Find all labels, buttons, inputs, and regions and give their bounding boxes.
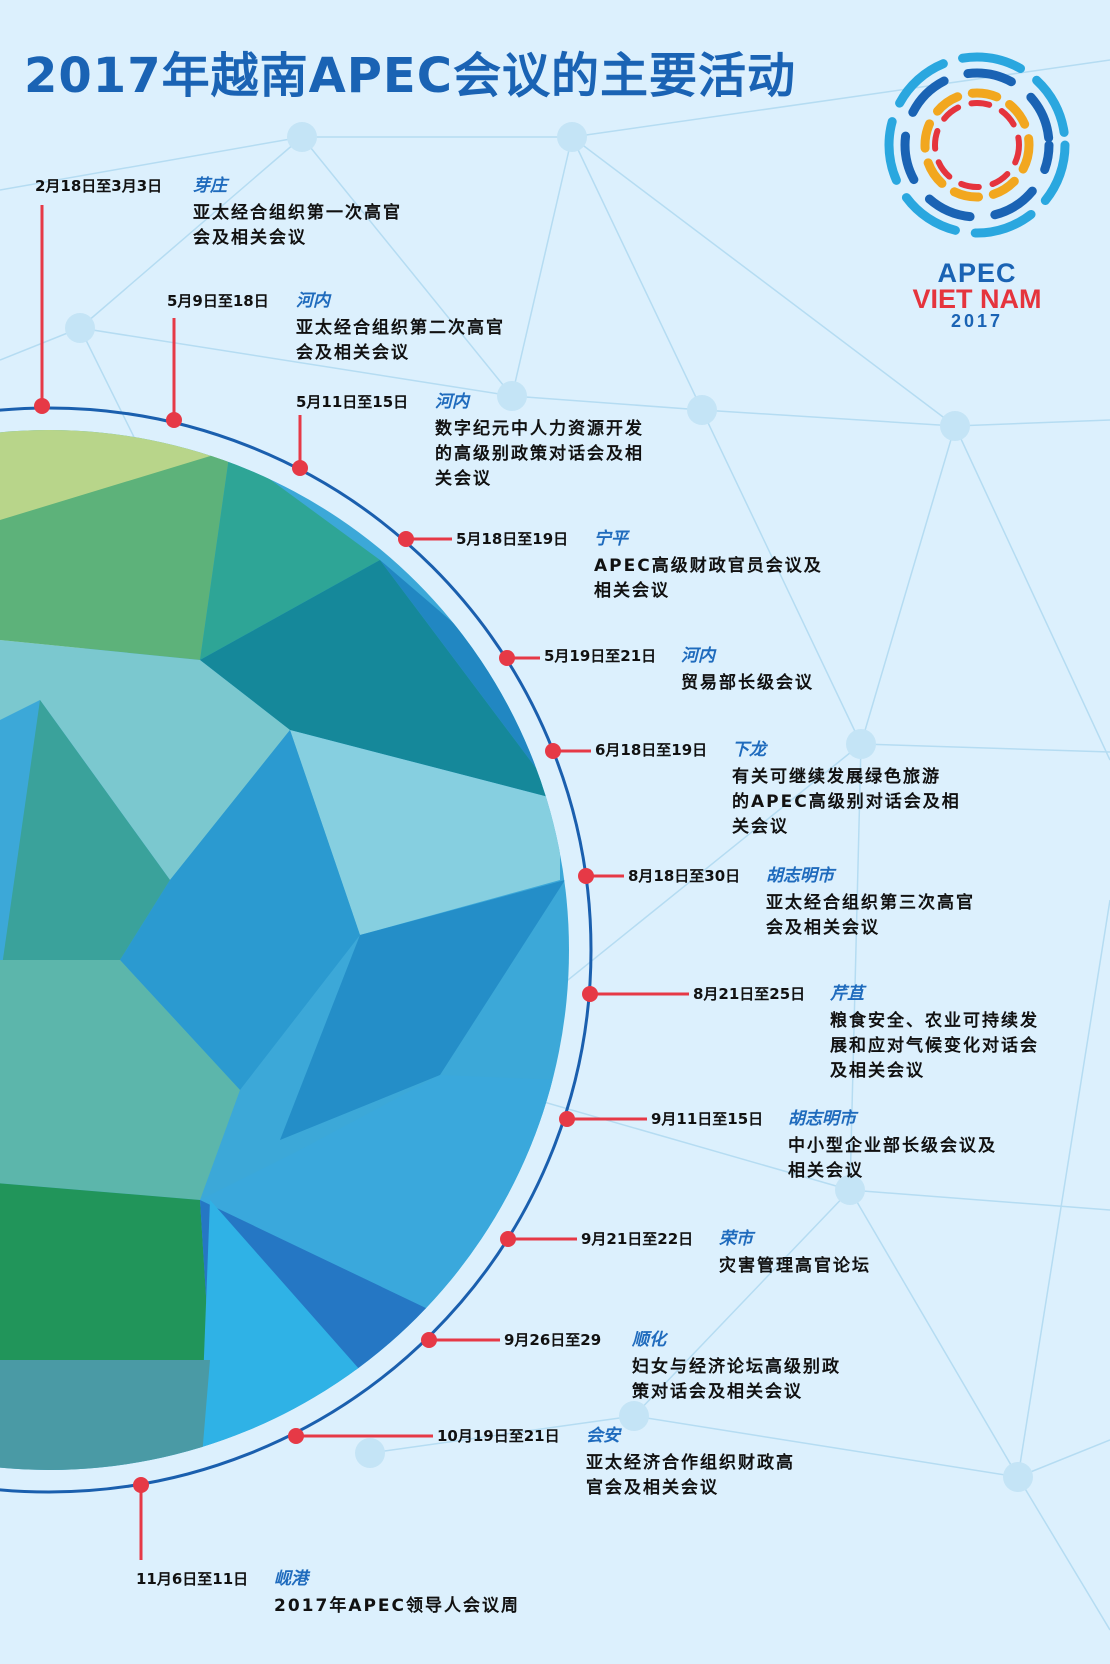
event-description: 数字纪元中人力资源开发 的高级别政策对话会及相 关会议 — [435, 419, 644, 489]
event-location: 下龙 — [732, 740, 766, 760]
event-location: 河内 — [296, 291, 330, 311]
timeline-marker — [582, 986, 598, 1002]
event-description: APEC高级财政官员会议及 相关会议 — [594, 556, 823, 601]
event-date: 8月21日至25日 — [693, 985, 806, 1003]
event-date: 5月9日至18日 — [167, 292, 269, 310]
timeline-marker — [500, 1231, 516, 1247]
apec-vietnam-logo: APEC VIET NAM 2017 — [872, 40, 1082, 331]
timeline-marker — [559, 1111, 575, 1127]
event-location: 河内 — [681, 646, 715, 666]
timeline-marker — [34, 398, 50, 414]
event-location: 顺化 — [632, 1330, 666, 1350]
timeline-marker — [499, 650, 515, 666]
apec-emblem-icon — [884, 52, 1070, 238]
event-date: 11月6日至11日 — [136, 1570, 249, 1588]
event-location: 荣市 — [719, 1229, 753, 1249]
event-date: 2月18日至3月3日 — [35, 177, 163, 195]
timeline-marker — [398, 531, 414, 547]
logo-year-text: 2017 — [950, 311, 1004, 331]
event-date: 8月18日至30日 — [628, 867, 741, 885]
event-date: 6月18日至19日 — [595, 741, 708, 759]
event-description: 贸易部长级会议 — [681, 673, 814, 693]
page-title: 2017年越南APEC会议的主要活动 — [24, 48, 796, 104]
event-location: 宁平 — [594, 529, 628, 549]
event-description: 妇女与经济论坛高级别政 策对话会及相关会议 — [632, 1357, 841, 1402]
timeline-marker — [166, 412, 182, 428]
event-date: 5月19日至21日 — [544, 647, 657, 665]
event-location: 胡志明市 — [766, 866, 834, 886]
timeline-marker — [421, 1332, 437, 1348]
event-location: 胡志明市 — [788, 1109, 856, 1129]
logo-vietnam-text: VIET NAM — [912, 284, 1042, 314]
event-description: 亚太经合组织第三次高官 会及相关会议 — [766, 893, 975, 938]
event-date: 9月21日至22日 — [581, 1230, 694, 1248]
timeline-marker — [288, 1428, 304, 1444]
event-description: 2017年APEC领导人会议周 — [274, 1596, 521, 1616]
event-description: 亚太经合组织第一次高官 会及相关会议 — [193, 203, 402, 248]
timeline-marker — [133, 1477, 149, 1493]
event-date: 9月26日至29 — [504, 1331, 602, 1349]
logo-apec-text: APEC — [937, 258, 1017, 288]
timeline-marker — [578, 868, 594, 884]
event-description: 有关可继续发展绿色旅游 的APEC高级别对话会及相 关会议 — [732, 767, 961, 837]
event-description: 亚太经济合作组织财政高 官会及相关会议 — [586, 1453, 795, 1498]
event-location: 岘港 — [274, 1569, 308, 1589]
event-location: 河内 — [435, 392, 469, 412]
event-date: 5月11日至15日 — [296, 393, 409, 411]
event-date: 5月18日至19日 — [456, 530, 569, 548]
timeline-marker — [545, 743, 561, 759]
event-location: 会安 — [586, 1426, 620, 1446]
event-date: 9月11日至15日 — [651, 1110, 764, 1128]
timeline-marker — [292, 460, 308, 476]
event-description: 亚太经合组织第二次高官 会及相关会议 — [296, 318, 505, 363]
event-date: 10月19日至21日 — [437, 1427, 560, 1445]
event-description: 粮食安全、农业可持续发 展和应对气候变化对话会 及相关会议 — [830, 1011, 1039, 1081]
event-location: 芹苴 — [830, 984, 864, 1004]
event-description: 中小型企业部长级会议及 相关会议 — [788, 1136, 997, 1181]
event-description: 灾害管理高官论坛 — [719, 1256, 871, 1276]
network-nodes — [65, 122, 1033, 1492]
event-location: 芽庄 — [193, 176, 227, 196]
network-lines — [0, 59, 1110, 1631]
